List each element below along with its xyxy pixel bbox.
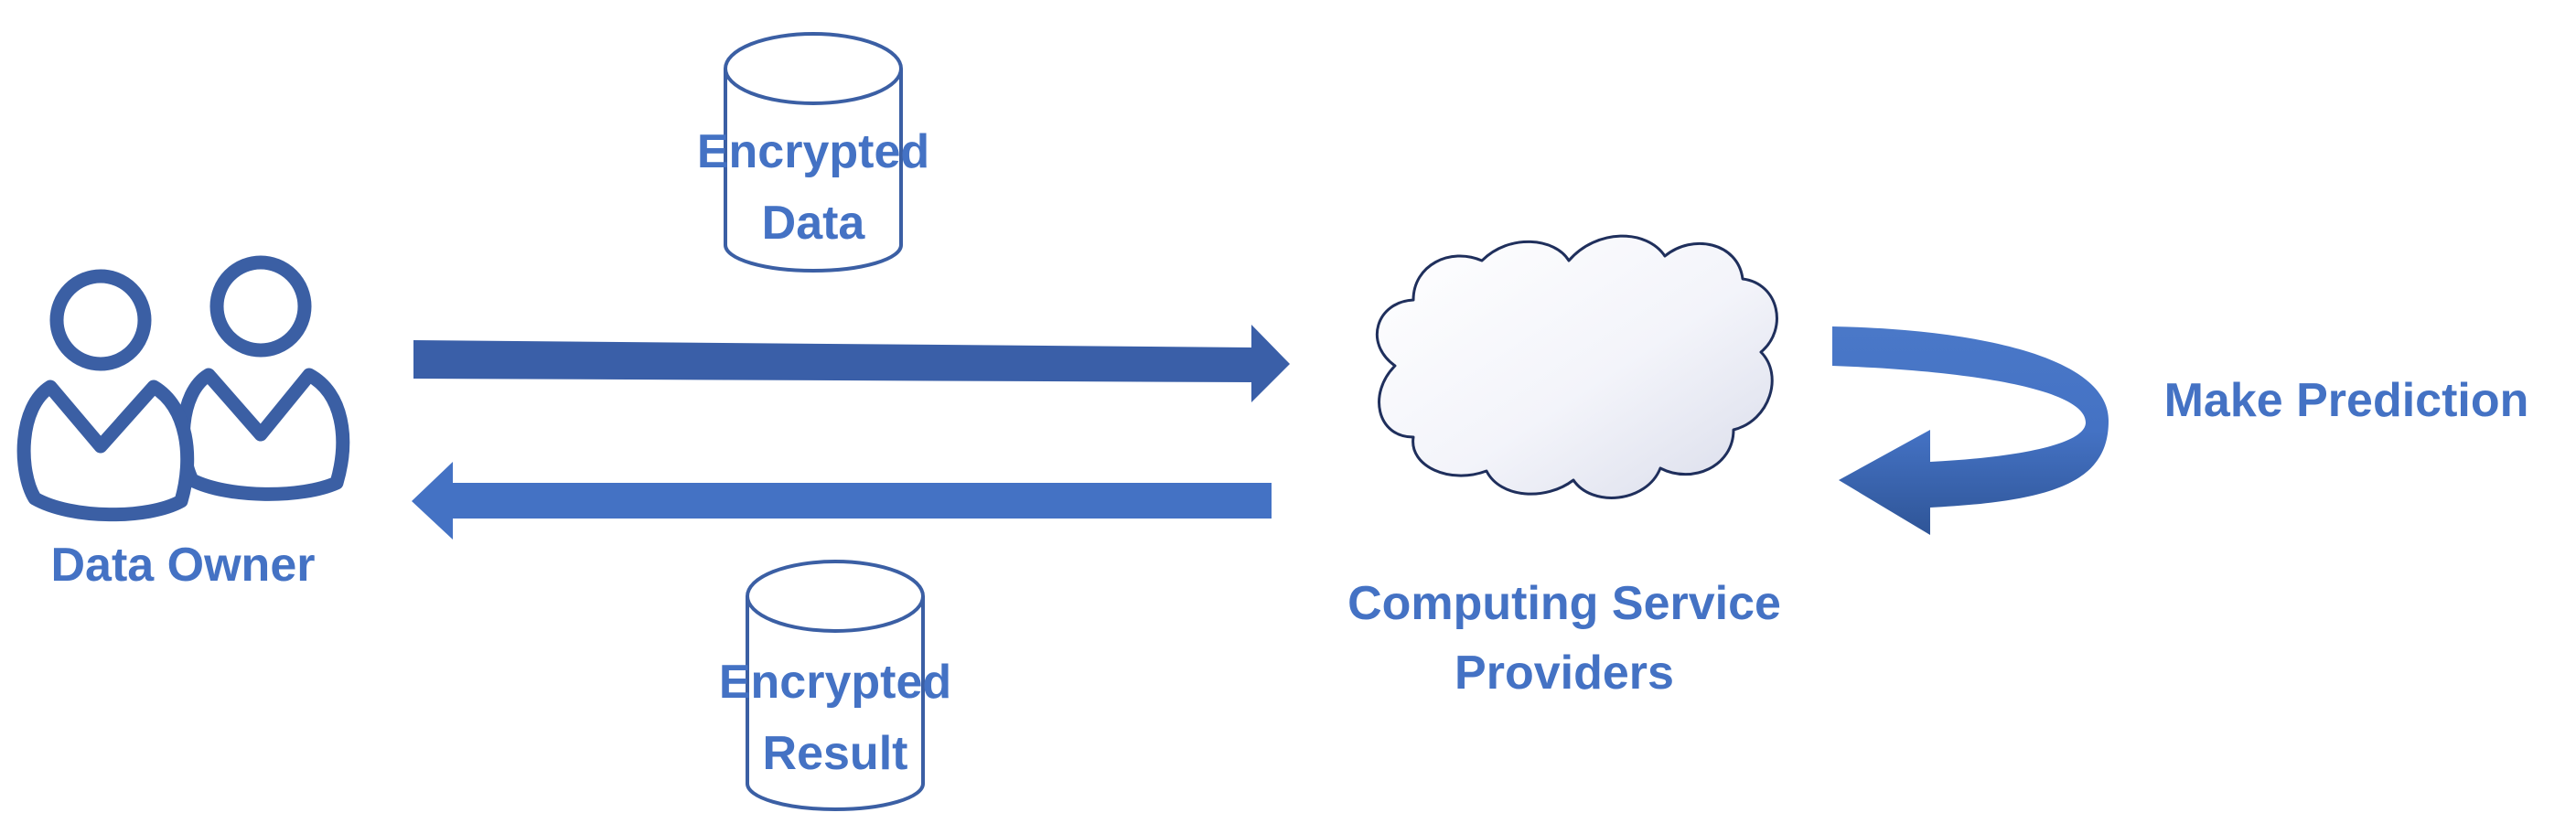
encrypted-result-label-line1: Encrypted	[718, 656, 952, 709]
make-prediction-label: Make Prediction	[2163, 374, 2529, 427]
user-front-icon	[16, 269, 195, 522]
arrow-left-icon	[412, 462, 1272, 540]
encrypted-data-label-line1: Encrypted	[696, 125, 930, 178]
users-icon	[16, 255, 350, 522]
encrypted-result-label-line2: Result	[762, 727, 908, 780]
service-label-line1: Computing Service	[1347, 577, 1781, 630]
cloud-icon	[1375, 234, 1778, 499]
arrow-right-icon	[413, 325, 1290, 402]
curved-arrow-icon	[1832, 326, 2109, 535]
encrypted-data-cylinder-icon	[724, 32, 903, 273]
encrypted-data-label-line2: Data	[761, 197, 865, 250]
service-label-line2: Providers	[1454, 647, 1674, 700]
data-owner-label: Data Owner	[50, 539, 316, 592]
encrypted-result-cylinder-icon	[746, 560, 925, 811]
user-back-icon	[176, 255, 350, 501]
